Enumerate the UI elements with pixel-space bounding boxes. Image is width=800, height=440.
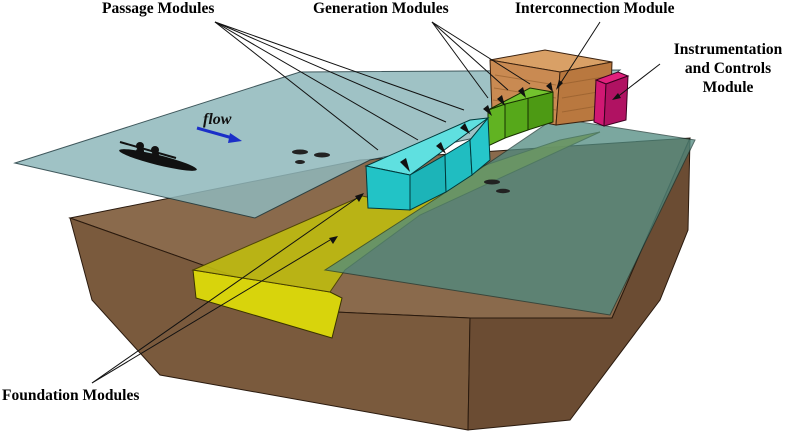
- label-interconnection-module: Interconnection Module: [515, 0, 675, 17]
- label-instrumentation-line2: and Controls: [684, 60, 772, 77]
- label-passage-modules: Passage Modules: [102, 0, 215, 17]
- leader-arrowheads: [329, 80, 621, 244]
- label-foundation-modules: Foundation Modules: [2, 387, 140, 404]
- label-instrumentation-line3: Module: [702, 79, 754, 96]
- flow-arrow: [196, 126, 242, 143]
- label-generation-modules: Generation Modules: [313, 0, 449, 17]
- generation-module-1: [487, 103, 506, 147]
- kayak-icon: [119, 141, 197, 171]
- downstream-water: [323, 117, 696, 316]
- fish-icon: [292, 149, 510, 194]
- instrumentation-module-side: [603, 75, 629, 127]
- label-instrumentation-controls-module: Instrumentation and Controls Module: [660, 40, 796, 97]
- label-flow: flow: [203, 111, 232, 128]
- leader-lines: [91, 21, 661, 384]
- soil-right-face: [467, 137, 691, 431]
- label-instrumentation-line1: Instrumentation: [673, 41, 783, 58]
- passage-module-1: [469, 116, 491, 177]
- generation-module-2: [504, 97, 529, 139]
